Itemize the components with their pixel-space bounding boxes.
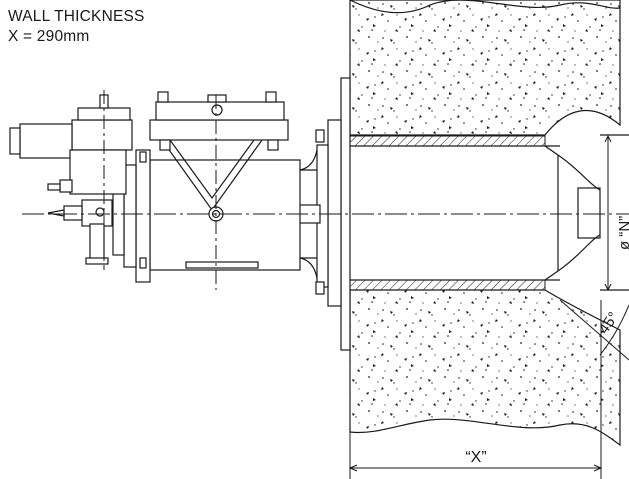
actuator-unit — [9, 94, 133, 265]
wall-thickness-title: WALL THICKNESS — [8, 8, 145, 25]
valve-body — [149, 139, 301, 271]
wall-thickness-value: X = 290mm — [8, 28, 90, 45]
pipe-end — [544, 134, 629, 291]
angle-dimension — [559, 299, 629, 361]
diameter-label: ø “N” — [616, 216, 629, 250]
concrete-wall — [349, 0, 621, 447]
diameter-dimension — [604, 134, 612, 292]
wall-width-label: “X” — [465, 449, 486, 466]
wall-sleeve — [349, 135, 560, 291]
valve-bonnet — [149, 91, 289, 151]
wall-width-dimension — [348, 300, 603, 479]
inlet-flange — [112, 149, 151, 283]
